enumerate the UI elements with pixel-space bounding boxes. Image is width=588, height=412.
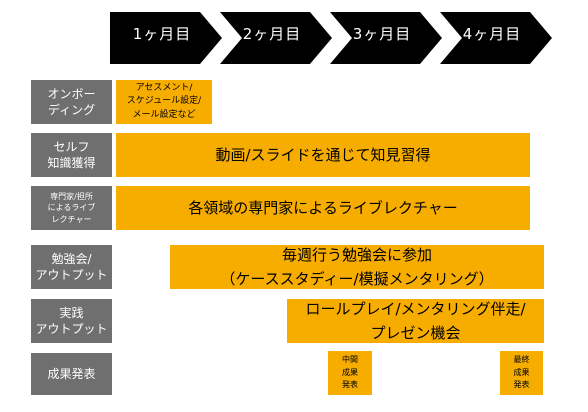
month-arrow-4 [440,12,552,64]
row-label-practice-output: 実践 アウトプット [31,299,112,343]
month-label-3: 3ヶ月目 [352,25,412,43]
bar-study-session: 毎週行う勉強会に参加 （ケーススタディー/模擬メンタリング） [170,245,544,289]
month-arrow-3 [330,12,442,64]
row-label-self-learning: セルフ 知識獲得 [31,133,112,177]
month-label-4: 4ヶ月目 [462,25,522,43]
row-label-presentation: 成果発表 [31,353,112,395]
row-label-study-session: 勉強会/ アウトプット [31,245,112,289]
row-label-live-lecture: 専門家/担所 によるライブ レクチャー [31,186,112,230]
month-arrow-1 [110,12,222,64]
bar-midterm-presentation: 中間 成果 発表 [328,351,372,395]
month-timeline [110,12,552,64]
month-label-1: 1ヶ月目 [132,25,192,43]
bar-self-learning: 動画/スライドを通じて知見習得 [116,133,530,177]
bar-final-presentation: 最終 成果 発表 [500,351,543,395]
row-label-onboarding: オンボー ディング [31,80,112,124]
bar-onboarding: アセスメント/ スケジュール設定/ メール設定など [116,80,212,124]
bar-live-lecture: 各領域の専門家によるライブレクチャー [116,186,530,230]
month-label-2: 2ヶ月目 [242,25,302,43]
month-arrow-2 [220,12,332,64]
bar-practice-output: ロールプレイ/メンタリング伴走/ プレゼン機会 [287,299,544,343]
